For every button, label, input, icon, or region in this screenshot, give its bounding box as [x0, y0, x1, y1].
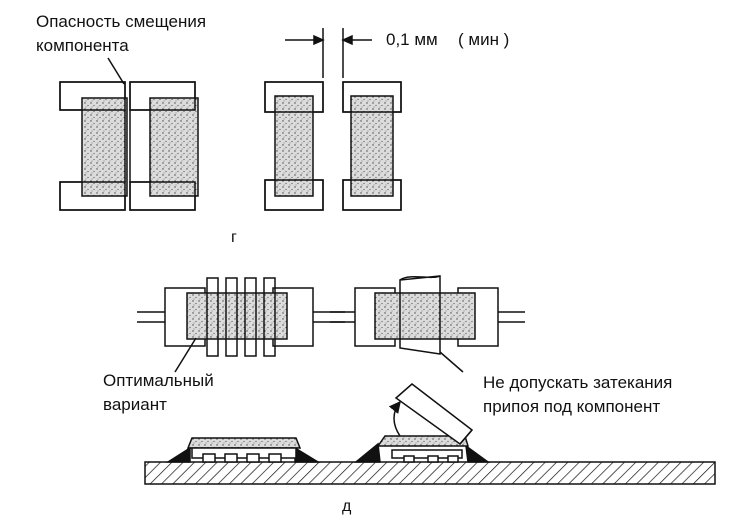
caption-d: д [342, 497, 351, 517]
dimension-value: 0,1 мм [386, 30, 438, 50]
label-optimal-line1: Оптимальный [103, 371, 214, 391]
label-warning-line1: Не допускать затекания [483, 373, 672, 393]
dimension-note: ( мин ) [458, 30, 509, 50]
figure-g-left-misaligned [60, 58, 198, 210]
label-optimal-line2: вариант [103, 395, 167, 415]
dimension-marker [285, 28, 372, 78]
figure-d-left-component [137, 278, 345, 372]
figure-g-right-aligned [265, 82, 401, 210]
caption-g: г [231, 228, 237, 248]
label-risk-line1: Опасность смещения [36, 12, 206, 32]
label-warning-line2: припоя под компонент [483, 397, 660, 417]
figure-d-right-component [330, 276, 525, 372]
label-risk-line2: компонента [36, 36, 129, 56]
